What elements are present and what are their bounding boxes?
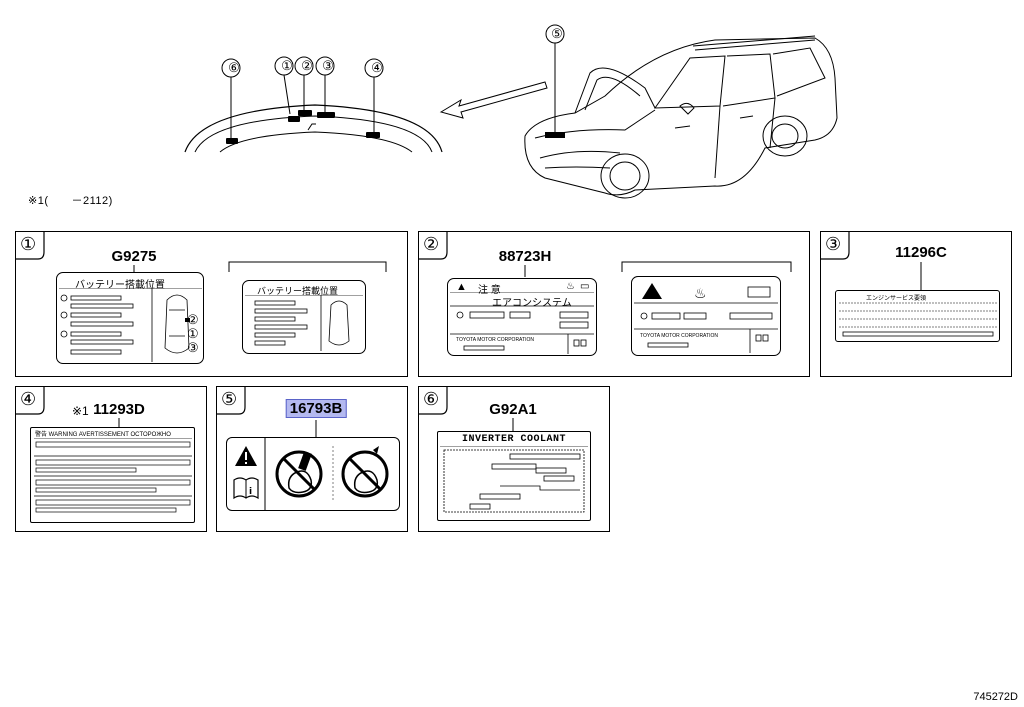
panel-2: ② 88723H ▲ 注 意 ♨ ▭ エアコンシステム TOYOTA MOTOR: [418, 231, 810, 377]
battery-location-label-b: バッテリー搭載位置: [242, 280, 366, 354]
part-number: 11296C: [895, 244, 947, 261]
part-number: 88723H: [498, 248, 552, 265]
panel-4: ④ ※1 11293D 警告 WARNING AVERTISSEMENT OCT…: [15, 386, 207, 532]
leader-line: [524, 265, 526, 277]
callout-3: ③: [322, 58, 334, 73]
label-title: エアコンシステム: [492, 298, 572, 309]
variant-bracket: [621, 261, 792, 272]
leader-line: [133, 265, 135, 273]
label-content: i: [233, 438, 389, 510]
panel-6: ⑥ G92A1 INVERTER COOLANT: [418, 386, 610, 532]
label-title: INVERTER COOLANT: [462, 434, 567, 445]
panel-tab-corner: [16, 232, 45, 260]
applicability-note: ※1( －2112): [28, 195, 113, 207]
diagram-id: 745272D: [973, 691, 1018, 703]
part-number: 11293D: [93, 401, 145, 418]
engine-service-label: エンジンサービス要領: [835, 290, 1000, 342]
callout-5: ⑤: [551, 26, 563, 41]
leader-line: [118, 418, 120, 428]
panel-number: ⑤: [221, 389, 238, 409]
label-content: [245, 295, 363, 351]
part-number: G92A1: [489, 401, 537, 418]
panel-number: ⑥: [423, 389, 440, 409]
callout-3: ③: [187, 340, 199, 355]
manufacturer-text: TOYOTA MOTOR CORPORATION: [456, 337, 534, 343]
panel-tab-corner: [16, 387, 45, 415]
flame-icon: ♨: [566, 281, 575, 292]
panel-tab-corner: [821, 232, 850, 260]
label-content: [450, 292, 594, 354]
panel-3: ③ 11296C エンジンサービス要領: [820, 231, 1012, 377]
caution-text: 注 意: [478, 285, 501, 296]
panel-number: ②: [423, 234, 440, 254]
panel-tab-corner: [419, 232, 448, 260]
part-number-highlighted[interactable]: 16793B: [285, 399, 347, 418]
vehicle-illustration: [524, 24, 838, 199]
panel-tab-corner: [419, 387, 448, 415]
panel-number: ①: [20, 234, 37, 254]
label-content: [59, 288, 202, 362]
direction-arrow: [439, 81, 548, 119]
leader-line: [512, 418, 514, 432]
callout-1: ①: [281, 58, 293, 73]
label-title: バッテリー搭載位置: [257, 286, 339, 296]
multilingual-warning-label: 警告 WARNING AVERTISSEMENT OCTOPOЖНО: [30, 427, 195, 523]
svg-text:♨: ♨: [694, 286, 707, 302]
battery-location-label-a: バッテリー搭載位置 ② ① ③: [56, 272, 204, 364]
callout-4: ④: [371, 60, 383, 75]
manufacturer-text: TOYOTA MOTOR CORPORATION: [640, 333, 718, 339]
label-content: [34, 438, 192, 513]
part-number: G9275: [111, 248, 157, 265]
inverter-coolant-label: INVERTER COOLANT: [437, 431, 591, 521]
callout-1: ①: [187, 326, 199, 341]
label-title: エンジンサービス要領: [866, 296, 927, 302]
label-header: 警告 WARNING AVERTISSEMENT OCTOPOЖНО: [35, 432, 171, 438]
hood-warning-label: i: [226, 437, 400, 511]
leader-line: [920, 262, 922, 290]
callout-2: ②: [301, 58, 313, 73]
panel-1: ① G9275 バッテリー搭載位置 ② ① ③: [15, 231, 408, 377]
svg-text:i: i: [249, 487, 252, 497]
ac-system-label-b: ♨ TOYOTA MOTOR CORPORATION: [631, 276, 781, 356]
label-content: ♨: [634, 283, 778, 353]
panel-number: ④: [20, 389, 37, 409]
label-content: [839, 302, 997, 337]
leader-line: [315, 420, 317, 438]
callout-6: ⑥: [228, 60, 240, 75]
panel-tab-corner: [217, 387, 246, 415]
variant-bracket: [228, 261, 387, 272]
panel-number: ③: [825, 234, 842, 254]
panel-5: ⑤ 16793B i: [216, 386, 408, 532]
callout-2: ②: [187, 312, 199, 327]
hood-underside-diagram: [184, 56, 443, 153]
manual-icon: ▭: [580, 281, 590, 292]
label-content: [440, 446, 588, 513]
warning-icon: ▲: [456, 281, 467, 293]
ac-system-label-a: ▲ 注 意 ♨ ▭ エアコンシステム TOYOTA MOTOR CORPORAT…: [447, 278, 597, 356]
applicability-mark: ※1: [72, 404, 89, 418]
label-title: バッテリー搭載位置: [75, 280, 165, 291]
